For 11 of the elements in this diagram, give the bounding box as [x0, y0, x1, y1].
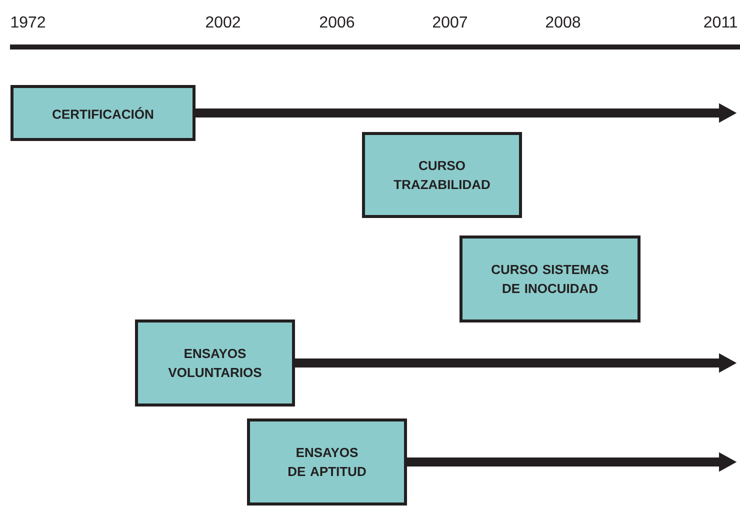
year-label: 2006 [320, 16, 354, 28]
process-box: CURSO TRAZABILIDAD [362, 132, 522, 218]
year-label: 2002 [206, 16, 240, 28]
year-label: 2008 [546, 16, 580, 28]
process-box: CURSO SISTEMAS DE INOCUIDAD [460, 236, 640, 322]
year-label: 1972 [11, 16, 45, 28]
process-box: ENSAYOS VOLUNTARIOS [135, 320, 295, 406]
process-box: ENSAYOS DE APTITUD [247, 418, 407, 506]
year-label: 2011 [704, 16, 737, 28]
year-label: 2007 [433, 16, 467, 28]
process-box: CERTIFICACIÓN [10, 85, 196, 141]
